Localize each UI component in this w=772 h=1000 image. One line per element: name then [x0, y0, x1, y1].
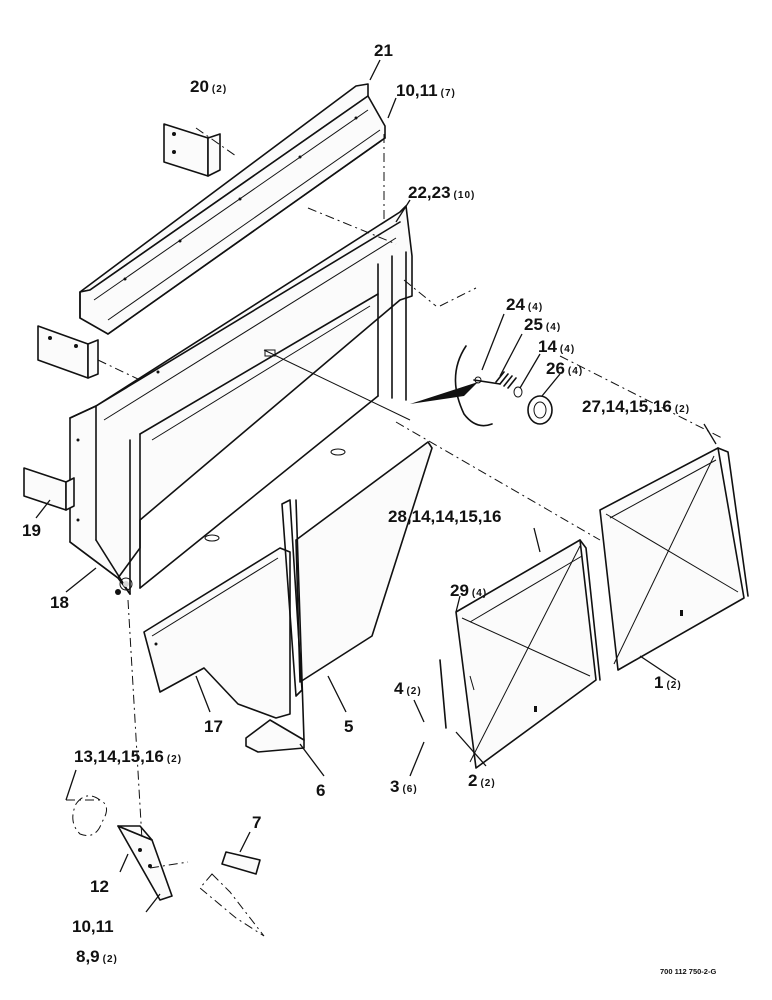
callout-13-14-15-16: 13,14,15,16(2) — [74, 747, 182, 766]
part-6-hinge — [245, 499, 305, 753]
part-7-plate — [221, 851, 261, 875]
hardware-detail — [410, 345, 553, 427]
part-20-bracket — [163, 123, 237, 177]
callout-4: 4(2) — [394, 679, 422, 698]
callout-29: 29(4) — [450, 581, 487, 600]
callout-7: 7 — [252, 813, 261, 832]
part-18-main-frame — [69, 205, 413, 595]
leader-lines — [35, 59, 717, 913]
callout-10-11-top: 10,11(7) — [396, 81, 456, 100]
part-12-bracket — [117, 825, 173, 901]
callout-28-14-14-15-16: 28,14,14,15,16 — [388, 507, 501, 526]
callout-6: 6 — [316, 781, 325, 800]
callout-21: 21 — [374, 41, 393, 60]
part-2-shield — [439, 539, 601, 769]
callout-3: 3(6) — [390, 777, 418, 796]
callout-24: 24(4) — [506, 295, 543, 314]
callout-19: 19 — [22, 521, 41, 540]
callout-5: 5 — [344, 717, 353, 736]
callout-26: 26(4) — [546, 359, 583, 378]
callout-18: 18 — [50, 593, 69, 612]
assembly-centerlines — [66, 134, 723, 869]
phantom-outline — [72, 795, 265, 937]
diagram-id: 700 112 750-2-G — [660, 967, 716, 976]
part-21-top-shield — [79, 83, 386, 335]
callout-20: 20(2) — [190, 77, 227, 96]
mount-bracket-left — [37, 325, 141, 381]
callout-2: 2(2) — [468, 771, 496, 790]
callout-12: 12 — [90, 877, 109, 896]
callout-8-9: 8,9(2) — [76, 947, 118, 966]
part-1-shield — [599, 447, 749, 671]
callout-10-11-bottom: 10,11 — [72, 917, 114, 936]
callout-22-23: 22,23(10) — [408, 183, 475, 202]
callout-14: 14(4) — [538, 337, 575, 356]
callout-labels: 21 20(2) 10,11(7) 22,23(10) 24(4) 25(4) … — [22, 41, 716, 976]
part-5-lower-door — [281, 441, 433, 697]
callout-1: 1(2) — [654, 673, 682, 692]
callout-25: 25(4) — [524, 315, 561, 334]
part-19-bracket — [23, 467, 75, 511]
part-17-lower-door — [143, 547, 291, 719]
callout-17: 17 — [204, 717, 223, 736]
callout-27-14-15-16: 27,14,15,16(2) — [582, 397, 690, 416]
